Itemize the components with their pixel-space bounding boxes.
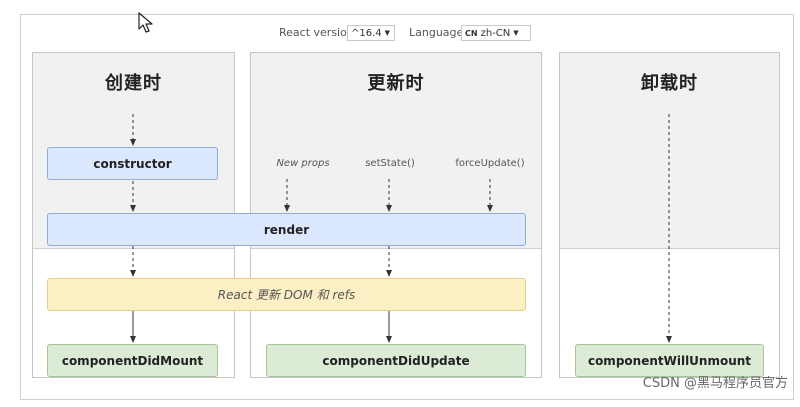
phase-title-mount: 创建时	[105, 73, 162, 94]
react-version-select[interactable]: ^16.4▼	[347, 25, 395, 41]
node-component-did-mount: componentDidMount	[47, 344, 218, 377]
node-component-will-unmount: componentWillUnmount	[575, 344, 764, 377]
phase-title-unmount: 卸载时	[641, 73, 698, 94]
language-label: Language	[409, 26, 464, 39]
cursor-arrow-icon	[138, 12, 153, 33]
language-value: zh-CN	[480, 28, 511, 39]
node-react-updates-dom: React 更新 DOM 和 refs	[47, 278, 526, 311]
node-component-did-update: componentDidUpdate	[266, 344, 526, 377]
trigger-set-state: setState()	[365, 158, 415, 169]
language-flag: CN	[465, 29, 478, 38]
watermark: CSDN @黑马程序员官方	[642, 376, 788, 391]
react-version-value: ^16.4	[351, 28, 382, 39]
phase-column-unmount: 卸载时	[559, 52, 780, 378]
trigger-force-update: forceUpdate()	[455, 158, 525, 169]
node-constructor: constructor	[47, 147, 218, 180]
trigger-new-props: New props	[276, 158, 330, 169]
chevron-down-icon: ▼	[384, 29, 391, 37]
phase-title-update: 更新时	[367, 73, 425, 94]
node-render: render	[47, 213, 526, 246]
react-version-label: React version	[279, 26, 354, 39]
chevron-down-icon: ▼	[513, 29, 519, 37]
